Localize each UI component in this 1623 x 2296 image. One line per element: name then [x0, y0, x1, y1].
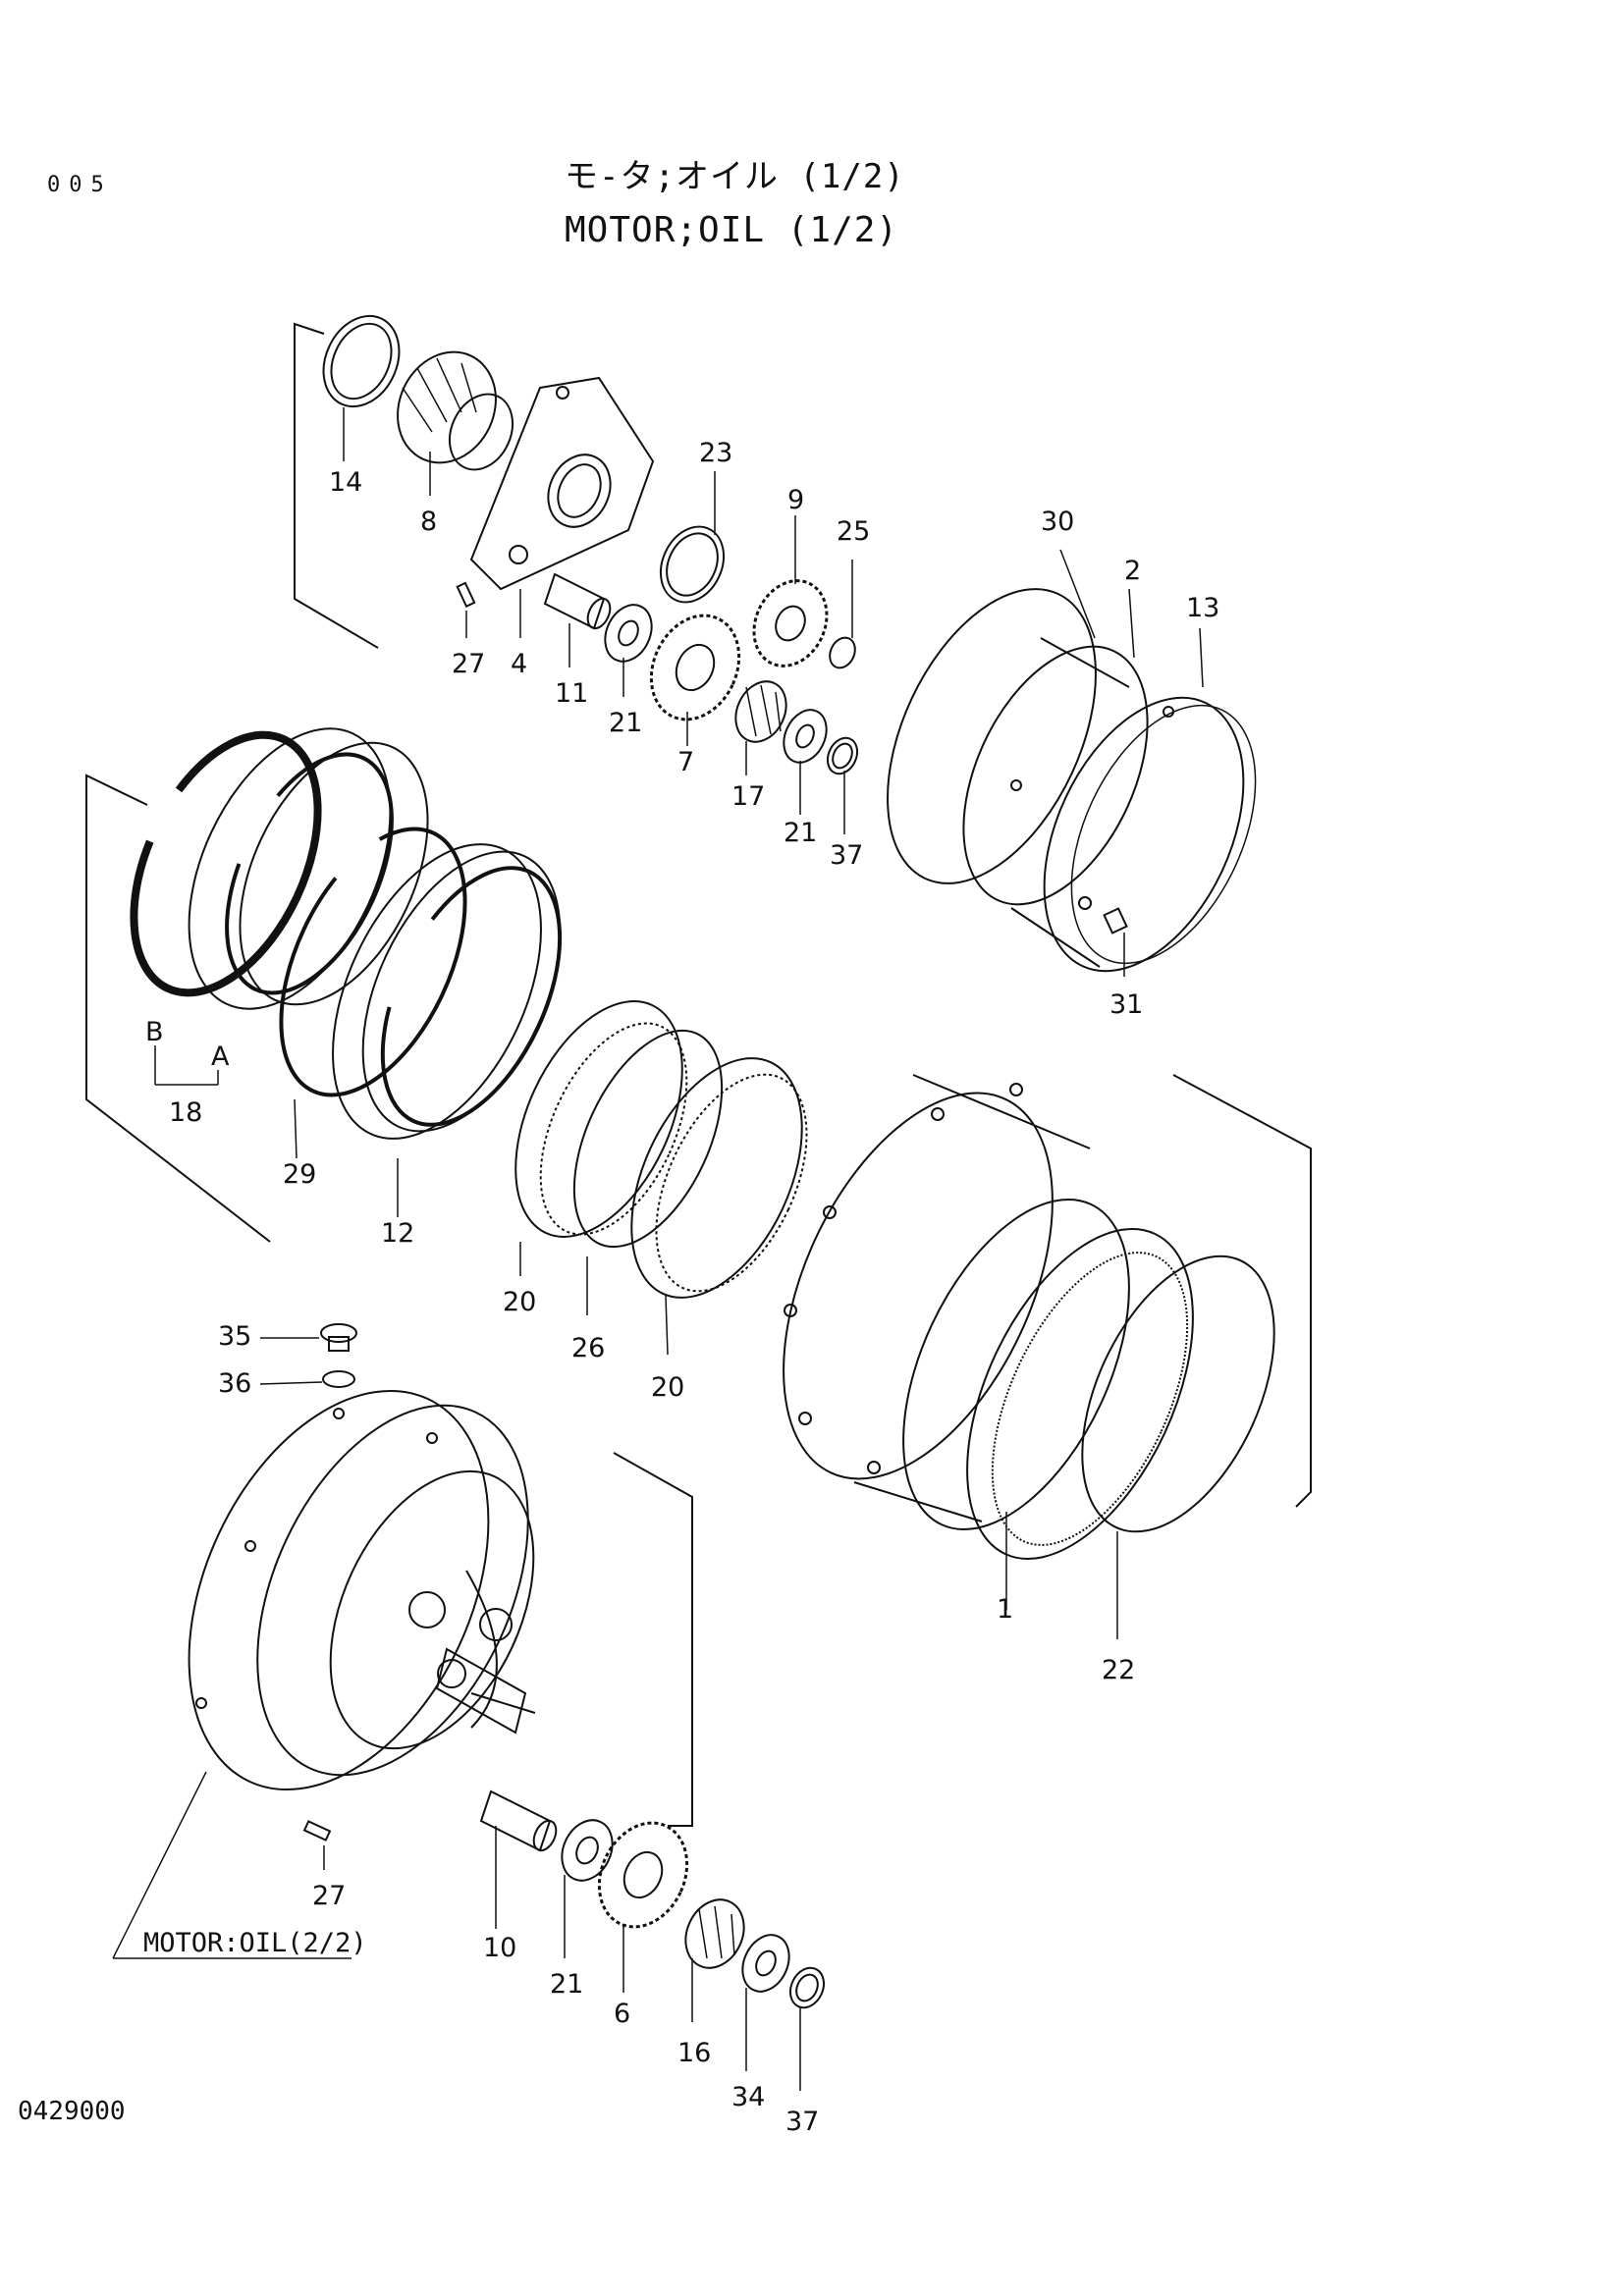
callout-30: 30 [1041, 507, 1074, 537]
callout-25: 25 [837, 516, 870, 547]
page-title-japanese: モ-タ;オイル (1/2) [565, 157, 905, 196]
callout-1: 1 [997, 1594, 1013, 1625]
callout-27-lower: 27 [312, 1881, 346, 1911]
part-10-shaft [479, 1789, 558, 1852]
callout-10: 10 [483, 1933, 516, 1963]
part-21-washer-lower [561, 1819, 614, 1882]
part-2-housing [962, 637, 1245, 973]
part-29-ring [279, 827, 467, 1097]
callout-34: 34 [731, 2082, 765, 2112]
callout-27-upper: 27 [452, 649, 485, 679]
callout-18-b: B [145, 1017, 164, 1047]
part-26-snap-ring [572, 1029, 724, 1249]
page-number: 005 [47, 173, 113, 197]
part-37-ring-upper [826, 736, 859, 775]
callout-2: 2 [1124, 556, 1141, 586]
callout-11: 11 [555, 678, 588, 709]
part-31-plug [1078, 896, 1128, 934]
part-17-bearing [734, 680, 787, 743]
callout-6: 6 [614, 1999, 630, 2029]
callout-labels: 14 8 23 9 25 30 2 13 27 4 11 21 7 17 21 … [143, 438, 1219, 2137]
page-title: MOTOR;OIL (1/2) [565, 210, 899, 250]
callout-16: 16 [677, 2038, 711, 2068]
part-21-washer-upper [604, 604, 653, 663]
part-34-washer [741, 1934, 790, 1993]
part-20-bearing-left [514, 1000, 688, 1238]
part-13-ring [1070, 704, 1257, 965]
callout-7: 7 [677, 747, 694, 777]
callout-29: 29 [283, 1159, 316, 1190]
part-4-carrier-plate [469, 376, 655, 591]
callout-18: 18 [169, 1097, 202, 1128]
part-6-gear [597, 1821, 689, 1929]
part-1-hub [783, 1074, 1194, 1561]
leader-lines [112, 407, 1204, 2091]
part-30-o-ring [887, 588, 1097, 884]
part-21-washer-middle [783, 709, 828, 764]
motor-body [188, 1389, 536, 1791]
part-23-snap-ring [659, 525, 726, 604]
part-18-seal-set [130, 727, 429, 1010]
callout-21-lower: 21 [550, 1969, 583, 2000]
part-14-ring [322, 314, 401, 408]
callout-37-lower: 37 [785, 2107, 819, 2137]
callout-21-upper: 21 [609, 708, 642, 738]
callout-23: 23 [699, 438, 732, 468]
part-20-bearing-right [630, 1057, 808, 1299]
part-27-pin-lower [302, 1820, 332, 1842]
part-36-o-ring [322, 1370, 355, 1388]
callout-35: 35 [218, 1321, 251, 1352]
part-27-pin-top [456, 581, 476, 608]
part-22-ring [1081, 1255, 1275, 1533]
callout-20-right: 20 [651, 1372, 684, 1403]
callout-4: 4 [511, 649, 527, 679]
callout-18-a: A [211, 1041, 230, 1072]
part-12-seal [332, 843, 563, 1140]
part-37-ring-lower [788, 1966, 826, 2009]
callout-14: 14 [329, 467, 362, 498]
assembly-bracket-lines [85, 322, 1312, 1827]
callout-31: 31 [1109, 989, 1143, 1020]
part-11-shaft [543, 572, 612, 630]
callout-22: 22 [1102, 1655, 1135, 1685]
callout-17: 17 [731, 781, 765, 812]
callout-21-middle: 21 [784, 818, 817, 848]
part-7-gear [649, 614, 741, 721]
callout-9: 9 [787, 485, 804, 515]
callout-8: 8 [420, 507, 437, 537]
part-9-gear [752, 579, 829, 667]
callout-20-left: 20 [503, 1287, 536, 1317]
cross-reference-label: MOTOR:OIL(2/2) [143, 1928, 367, 1958]
drawing-code: 0429000 [18, 2097, 126, 2126]
callout-36: 36 [218, 1368, 251, 1399]
callout-26: 26 [571, 1333, 605, 1363]
callout-37-upper: 37 [830, 840, 863, 871]
part-25-ring [829, 636, 856, 669]
part-8-gear [397, 350, 514, 471]
part-16-bearing [684, 1898, 745, 1969]
callout-12: 12 [381, 1218, 414, 1249]
part-35-plug [320, 1323, 357, 1352]
callout-13: 13 [1186, 593, 1219, 623]
